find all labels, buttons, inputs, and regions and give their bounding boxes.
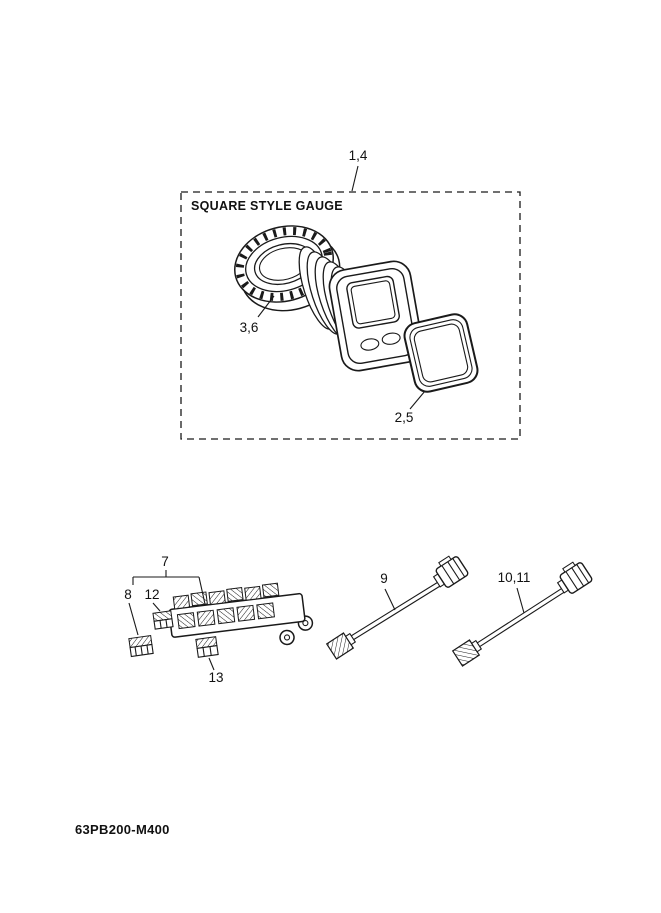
leader-ring-nut — [257, 295, 275, 318]
cable-10-11 — [451, 561, 593, 667]
connector-8 — [128, 634, 154, 658]
callout-cable-10-11: 10,11 — [498, 570, 531, 585]
gauge-group-dashed-box — [180, 191, 521, 440]
leader-connector-13 — [208, 657, 215, 671]
callout-connector-13: 13 — [208, 670, 223, 685]
harness-face-connectors — [176, 602, 275, 630]
leader-harness — [132, 570, 206, 605]
cable-9-plug-connector — [432, 555, 469, 588]
callout-gauge-assembly: 1,4 — [349, 148, 368, 163]
cable-9-small-connector — [325, 632, 357, 660]
gauge-screen — [346, 275, 400, 329]
gauge-button-right — [381, 332, 401, 345]
callout-harness: 7 — [161, 554, 169, 569]
gauge-face — [328, 260, 424, 372]
connector-12 — [152, 610, 174, 630]
cable-10-11-plug-connector — [556, 561, 593, 594]
gasket — [403, 313, 479, 393]
leader-connector-8 — [128, 602, 139, 636]
box-title: SQUARE STYLE GAUGE — [191, 199, 343, 213]
callout-cable-9: 9 — [380, 571, 388, 586]
cable-10-11-small-connector — [451, 639, 483, 667]
callout-gasket: 2,5 — [395, 410, 414, 425]
callout-ring-nut: 3,6 — [240, 320, 259, 335]
harness-top-connectors — [172, 582, 280, 610]
leader-connector-12 — [152, 602, 161, 612]
part-code: 63PB200-M400 — [75, 822, 170, 837]
leader-gauge-assembly — [351, 165, 359, 192]
leader-gasket — [409, 390, 426, 410]
callout-connector-8: 8 — [124, 587, 132, 602]
cable-9 — [325, 555, 469, 660]
wire-harness-assembly — [168, 582, 314, 646]
callout-connector-12: 12 — [144, 587, 159, 602]
mount-ear-hole — [279, 629, 295, 646]
connector-13 — [195, 636, 219, 658]
gauge-button-left — [360, 338, 380, 351]
leader-cable-10-11 — [516, 587, 525, 614]
leader-cable-9 — [384, 588, 396, 611]
